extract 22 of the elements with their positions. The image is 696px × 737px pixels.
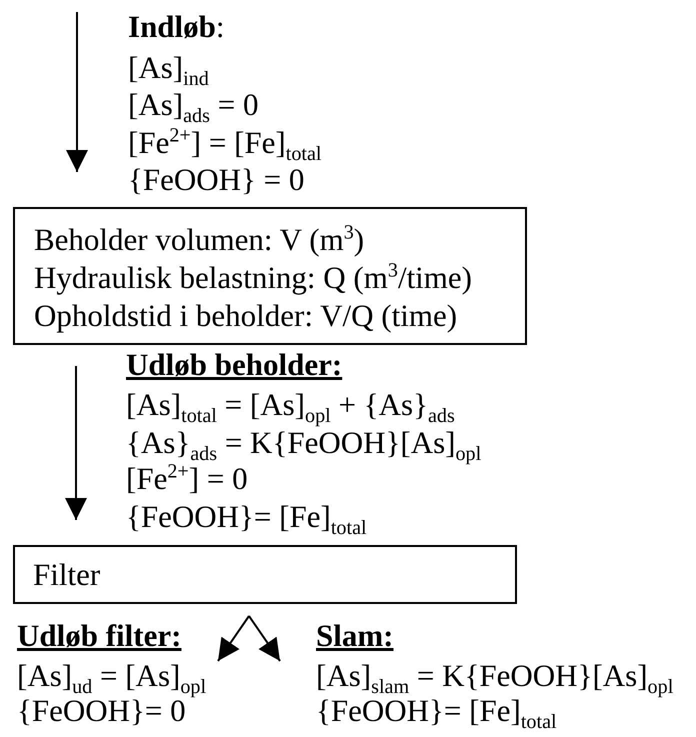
arrow — [217, 615, 250, 662]
equation: {FeOOH} = 0 — [128, 162, 304, 198]
equation: [Fe$^{2+}$] = 0 — [126, 461, 248, 497]
equation: [As]$_{ind}$ — [128, 50, 209, 86]
process-box — [13, 207, 527, 345]
box-text: Hydraulisk belastning: Q (m$^{3}$/time) — [34, 260, 472, 296]
arrow — [65, 366, 87, 520]
process-box — [13, 545, 517, 604]
heading: Indløb: — [128, 9, 225, 45]
arrow — [66, 12, 88, 172]
equation: {FeOOH}= [Fe]$_{total}$ — [316, 693, 557, 729]
equation: {FeOOH}= [Fe]$_{total}$ — [126, 499, 367, 535]
arrow — [248, 615, 281, 662]
box-text: Opholdstid i beholder: V/Q (time) — [34, 298, 458, 334]
heading: Udløb filter: — [17, 618, 182, 654]
equation: [Fe$^{2+}$] = [Fe]$_{total}$ — [128, 125, 322, 161]
heading: Slam: — [316, 618, 394, 654]
equation: {FeOOH}= 0 — [17, 693, 186, 729]
heading: Udløb beholder: — [126, 347, 342, 383]
equation: [As]$_{ads}$ = 0 — [128, 87, 258, 123]
box-text: Filter — [33, 557, 100, 593]
box-text: Beholder volumen: V (m$^{3}$) — [34, 222, 364, 258]
